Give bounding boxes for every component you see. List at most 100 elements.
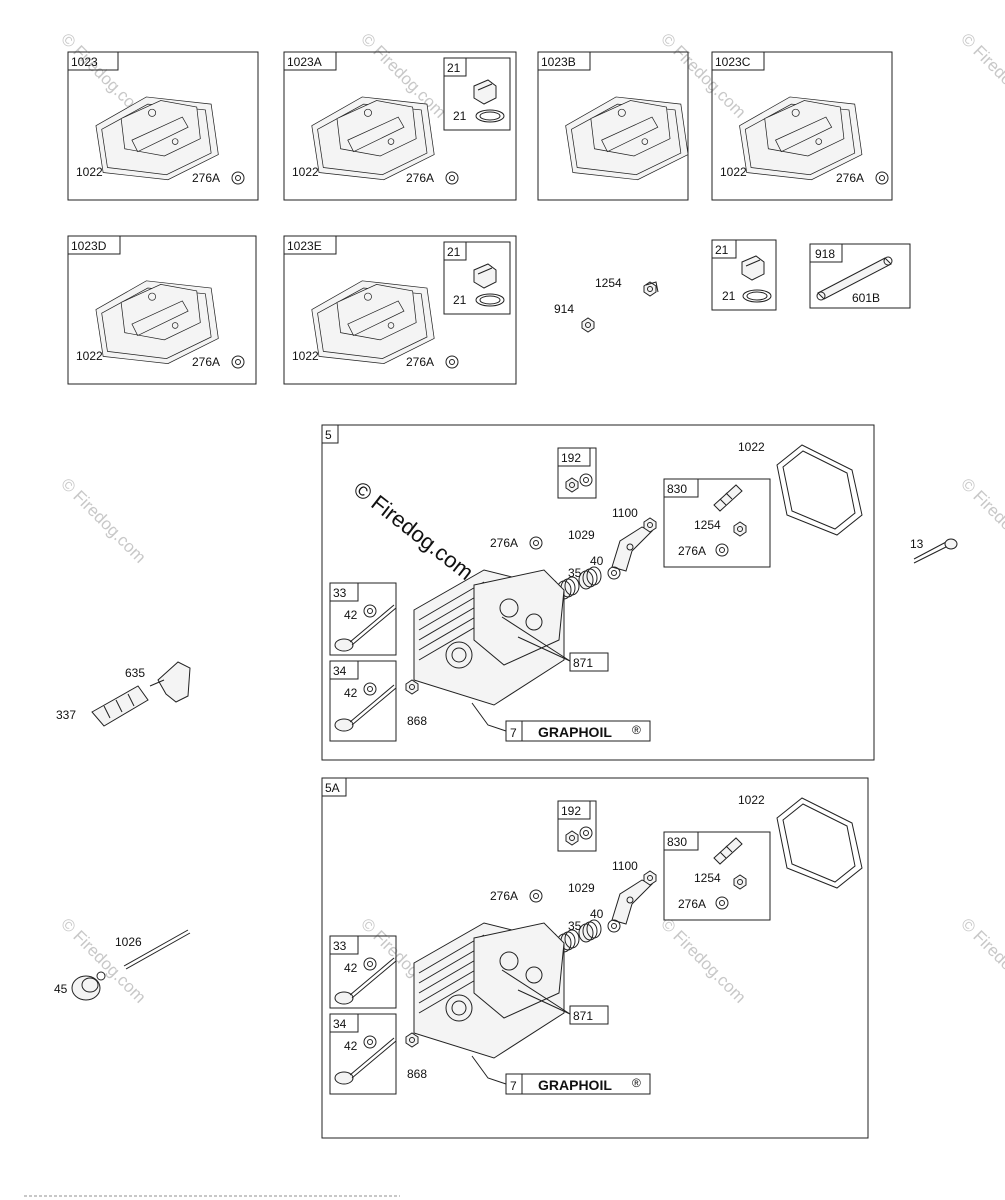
callout-1022: 1022 bbox=[292, 165, 319, 179]
assembly-label-5a-tab bbox=[321, 777, 347, 797]
callout-276a: 276A bbox=[678, 897, 706, 911]
stud-box-830: 830 1254 276A bbox=[663, 831, 771, 921]
callout-601b: 601B bbox=[852, 291, 880, 305]
callout-1029: 1029 bbox=[568, 881, 595, 895]
callout-21: 21 bbox=[453, 293, 467, 307]
inset-label-33-tab bbox=[329, 582, 359, 602]
registered-mark: ® bbox=[632, 1076, 641, 1090]
inset-21: 21 21 bbox=[443, 57, 511, 131]
group-label-1023: 1023 bbox=[71, 55, 98, 69]
loose-parts: 1254 914 21 21 918 601B 13 bbox=[54, 239, 958, 1001]
assembly-label-5: 5 bbox=[325, 428, 332, 442]
watermark-text: © Firedog.com bbox=[57, 474, 149, 566]
oil-fill-inset: 21 21 bbox=[711, 239, 777, 311]
callout-40: 40 bbox=[590, 554, 604, 568]
graphoil-box: 7 GRAPHOIL ® bbox=[471, 1055, 651, 1095]
inset-label-192: 192 bbox=[561, 451, 581, 465]
assembly-5: 510221928301254276A11001029276A363540334… bbox=[321, 424, 875, 761]
callout-1100: 1100 bbox=[612, 859, 638, 873]
callout-871-tab bbox=[569, 652, 609, 672]
graphoil-label: GRAPHOIL bbox=[538, 724, 612, 740]
callout-276a: 276A bbox=[192, 355, 220, 369]
group-label-1023b: 1023B bbox=[541, 55, 576, 69]
cylinder-head-assemblies: 510221928301254276A11001029276A363540334… bbox=[321, 424, 875, 1139]
callout-276a: 276A bbox=[406, 355, 434, 369]
callout-868: 868 bbox=[407, 714, 427, 728]
callout-42-exhaust: 42 bbox=[344, 1039, 358, 1053]
nut-box-192: 192 bbox=[557, 800, 597, 852]
callout-871-tab bbox=[569, 1005, 609, 1025]
callout-35: 35 bbox=[568, 566, 582, 580]
breather-fitting: 1254 914 bbox=[554, 276, 659, 333]
callout-914: 914 bbox=[554, 302, 574, 316]
inset-label-34: 34 bbox=[333, 1017, 347, 1031]
inset-label-33: 33 bbox=[333, 586, 347, 600]
callout-1022: 1022 bbox=[292, 349, 319, 363]
callout-276a: 276A bbox=[192, 171, 220, 185]
inset-label-192-tab bbox=[557, 800, 591, 820]
watermark-text: © Firedog.com bbox=[57, 914, 149, 1006]
inset-label-33: 33 bbox=[333, 939, 347, 953]
callout-1254: 1254 bbox=[694, 518, 721, 532]
registered-mark: ® bbox=[632, 723, 641, 737]
group-1023a: 1023A 1022 276A 21 21 bbox=[283, 51, 517, 201]
inset-label-918: 918 bbox=[815, 247, 835, 261]
inset-label-33-tab bbox=[329, 935, 359, 955]
group-label-1023-tab bbox=[67, 51, 119, 71]
graphoil-part-number: 7 bbox=[510, 1079, 517, 1093]
watermark-large: © Firedog.com bbox=[349, 476, 478, 585]
group-label-1023a-tab bbox=[283, 51, 337, 71]
callout-1100: 1100 bbox=[612, 506, 638, 520]
callout-1022: 1022 bbox=[76, 165, 103, 179]
callout-635: 635 bbox=[125, 666, 145, 680]
callout-871: 871 bbox=[573, 1009, 593, 1023]
nut-box-192: 192 bbox=[557, 447, 597, 499]
inset-label-192: 192 bbox=[561, 804, 581, 818]
inset-label-34: 34 bbox=[333, 664, 347, 678]
inset-label-830-tab bbox=[663, 478, 699, 498]
callout-1022: 1022 bbox=[720, 165, 747, 179]
group-label-1023b-tab bbox=[537, 51, 591, 71]
callout-42-intake: 42 bbox=[344, 608, 358, 622]
inset-label-830: 830 bbox=[667, 835, 687, 849]
callout-21: 21 bbox=[453, 109, 467, 123]
valve-box-33: 33 42 bbox=[329, 582, 397, 656]
inset-label-21-tab bbox=[443, 57, 467, 77]
inset-label-21: 21 bbox=[447, 61, 461, 75]
callout-1254: 1254 bbox=[694, 871, 721, 885]
assembly-label-5a: 5A bbox=[325, 781, 340, 795]
assembly-label-5-tab bbox=[321, 424, 339, 444]
pushrod-group: 1026 45 bbox=[54, 929, 191, 1001]
inset-label-192-tab bbox=[557, 447, 591, 467]
callout-45: 45 bbox=[54, 982, 68, 996]
callout-1254: 1254 bbox=[595, 276, 622, 290]
group-label-1023e-tab bbox=[283, 235, 337, 255]
group-1023: 1023 1022 276A bbox=[67, 51, 259, 201]
callout-1022: 1022 bbox=[76, 349, 103, 363]
callout-276a: 276A bbox=[836, 171, 864, 185]
graphoil-label: GRAPHOIL bbox=[538, 1077, 612, 1093]
group-label-1023c-tab bbox=[711, 51, 765, 71]
head-bolt: 13 bbox=[910, 537, 958, 564]
callout-871: 871 bbox=[573, 656, 593, 670]
callout-276a-loose: 276A bbox=[490, 536, 518, 550]
callout-21: 21 bbox=[722, 289, 736, 303]
callout-276a-loose: 276A bbox=[490, 889, 518, 903]
callout-276a: 276A bbox=[406, 171, 434, 185]
group-label-1023a: 1023A bbox=[287, 55, 322, 69]
inset-label-34-tab bbox=[329, 660, 359, 680]
watermark-text: © Firedog.com bbox=[657, 914, 749, 1006]
spark-plug-group: 635 337 bbox=[56, 661, 191, 727]
watermark-text: © Firedog.com bbox=[957, 914, 1005, 1006]
callout-gasket-1022: 1022 bbox=[738, 440, 765, 454]
group-label-1023c: 1023C bbox=[715, 55, 751, 69]
callout-276a: 276A bbox=[678, 544, 706, 558]
inset-label-21: 21 bbox=[715, 243, 729, 257]
inset-label-830-tab bbox=[663, 831, 699, 851]
